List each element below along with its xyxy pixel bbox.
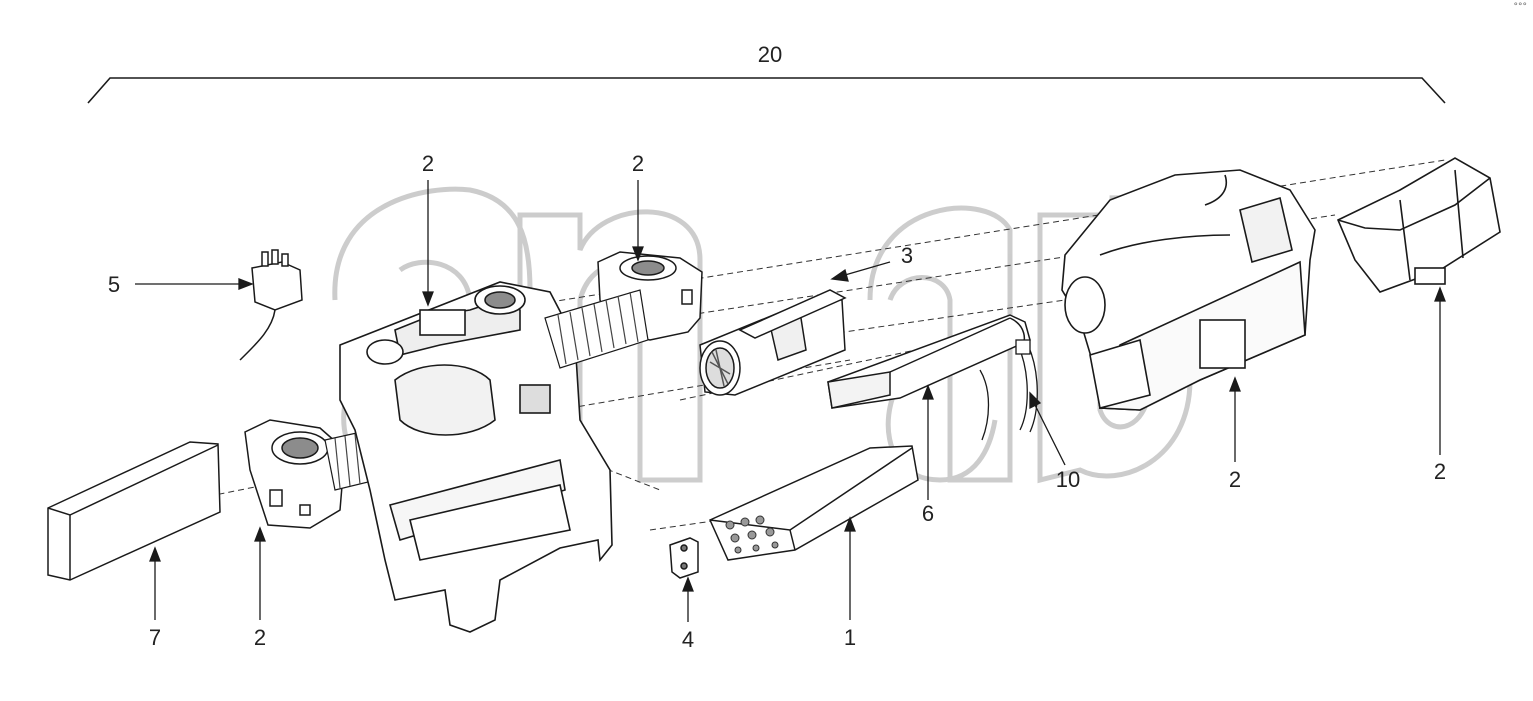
callout-4-fuse: 4 [681,627,695,652]
callout-2-right-cover: 2 [1228,467,1242,492]
callout-1-control-unit: 1 [843,625,857,650]
callout-5-relay: 5 [107,272,121,297]
callout-3-fan: 3 [900,243,914,268]
part-1-control-unit [709,445,919,561]
callout-7-foam: 7 [148,625,162,650]
corner-mark: °°° [1513,2,1528,12]
callout-10-hose: 10 [1055,467,1081,492]
leader-arrows [135,180,1446,622]
callout-2-far-right-cap: 2 [1433,459,1447,484]
part-6-panel [827,314,1031,409]
part-3-fan-cylinder [699,289,847,396]
corrugated-hose-middle [544,289,649,369]
part-4-fuse [669,537,699,579]
callout-20-assembly: 20 [757,42,783,67]
callout-2-middle-cap: 2 [631,151,645,176]
callout-2-housing: 2 [421,151,435,176]
callout-2-left-cap: 2 [253,625,267,650]
part-10-curved-hose [979,339,1038,441]
assembly-brace [87,77,1446,104]
callout-6-panel: 6 [921,501,935,526]
part-7-foam-block [47,441,221,581]
main-heater-housing [339,281,613,633]
part-2-left-end-cap [244,419,346,529]
part-2-right-housing-cover [1061,169,1316,411]
part-5-relay [239,249,303,361]
part-2-far-right-end-cap [1336,157,1501,293]
